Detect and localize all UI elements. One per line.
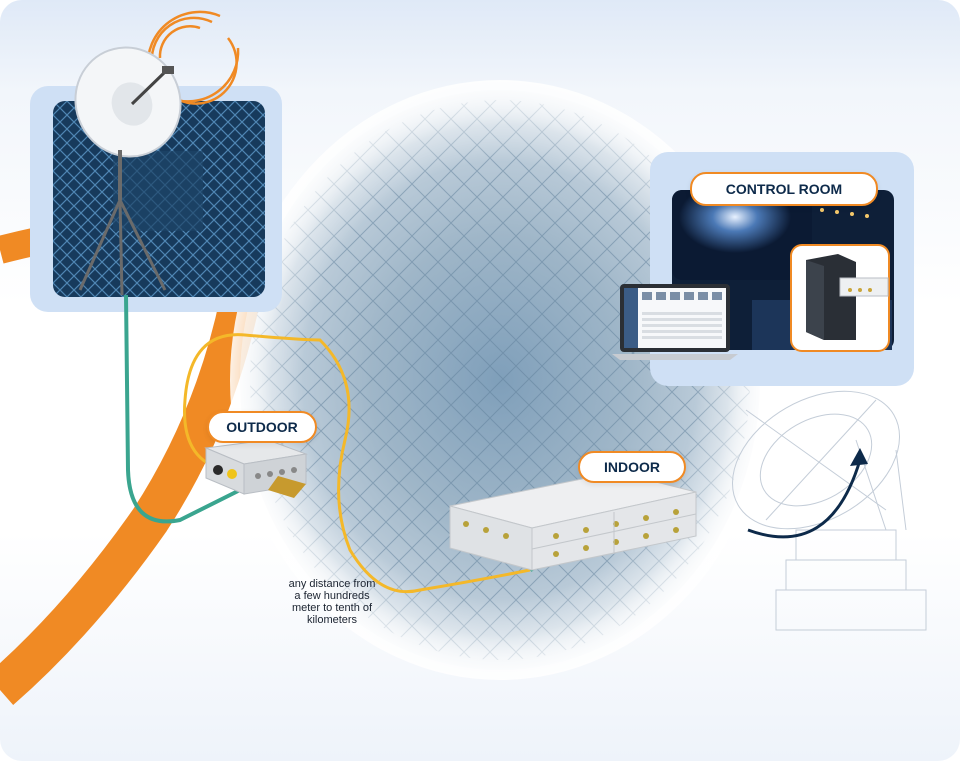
caption-line: a few hundreds (294, 590, 370, 602)
caption-line: any distance from (288, 578, 376, 590)
server-rack-icon (806, 254, 889, 340)
distance-caption: any distance from a few hundreds meter t… (272, 578, 392, 626)
indoor-unit (449, 471, 697, 571)
control-room-label: CONTROL ROOM (690, 172, 878, 206)
laptop-icon (612, 284, 738, 360)
satellite-dish-icon (74, 46, 182, 296)
rotation-arrow-icon (747, 448, 868, 539)
caption-line: meter to tenth of (291, 602, 373, 614)
indoor-label: INDOOR (578, 451, 686, 483)
outdoor-label: OUTDOOR (207, 411, 317, 443)
outdoor-unit (204, 439, 308, 498)
caption-line: kilometers (306, 614, 358, 626)
wireframe-positioner (731, 390, 927, 631)
